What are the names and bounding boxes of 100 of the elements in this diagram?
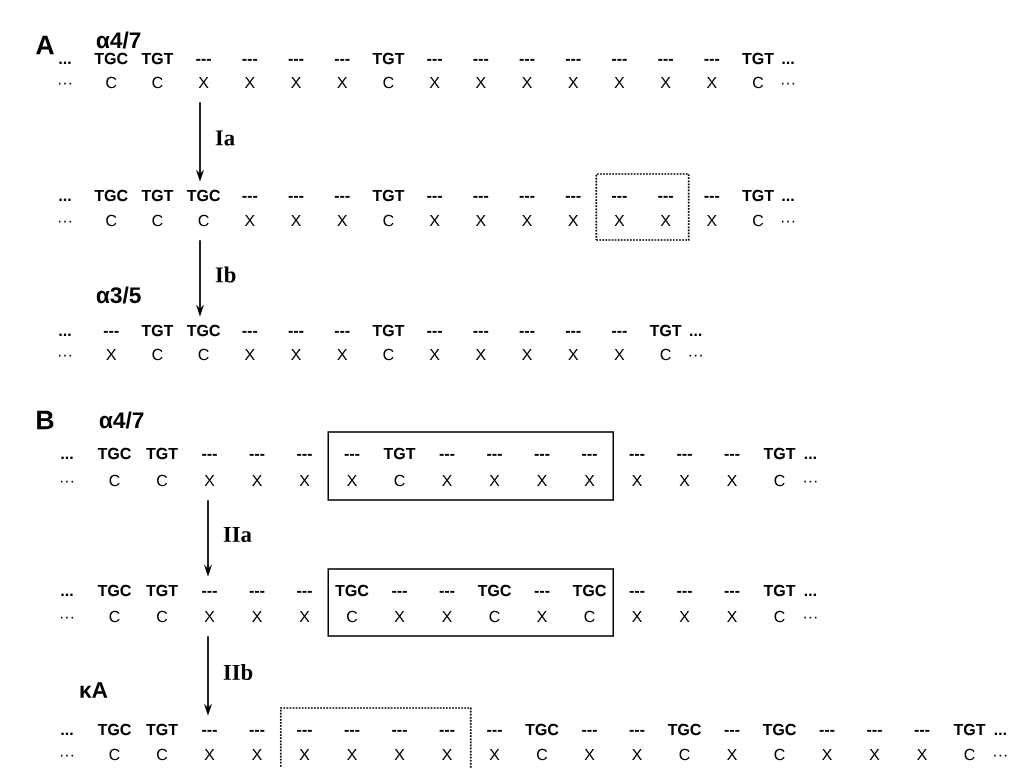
variant-name: α3/5 — [96, 286, 141, 304]
codon: ... — [61, 456, 73, 459]
codon: --- — [612, 58, 627, 61]
codon: ... — [782, 61, 794, 64]
codon: --- — [242, 58, 258, 61]
codon: --- — [242, 330, 258, 333]
residue: X — [252, 611, 262, 622]
codon: TGC — [97, 584, 131, 597]
residue: C — [152, 76, 163, 89]
codon: --- — [629, 590, 645, 593]
residue: X — [394, 749, 405, 760]
residue: ··· — [60, 754, 74, 757]
residue: ··· — [60, 616, 74, 619]
residue: C — [679, 748, 690, 761]
codon: TGT — [953, 723, 986, 736]
codon: --- — [202, 729, 217, 732]
residue: X — [584, 749, 595, 760]
codon: ... — [804, 456, 816, 459]
residue: X — [204, 611, 215, 622]
codon: --- — [612, 330, 627, 333]
edge-label: Ia — [215, 130, 235, 146]
codon: --- — [658, 58, 673, 61]
residue: X — [204, 749, 215, 760]
residue: X — [244, 215, 255, 226]
residue: X — [679, 475, 690, 486]
panel-letter: B — [37, 410, 54, 430]
residue: X — [706, 215, 717, 226]
residue: X — [475, 349, 486, 360]
residue: X — [632, 475, 642, 486]
codon: ... — [59, 333, 71, 336]
codon: --- — [519, 195, 535, 198]
residue: ··· — [60, 480, 74, 483]
residue: X — [252, 749, 262, 760]
residue: C — [383, 76, 394, 89]
codon: ... — [61, 593, 73, 596]
codon: TGC — [186, 189, 221, 202]
residue: X — [337, 77, 348, 88]
residue: ··· — [781, 220, 795, 223]
codon: TGT — [141, 324, 174, 337]
codon: --- — [392, 729, 407, 732]
residue: X — [299, 749, 310, 760]
residue: X — [614, 349, 625, 360]
residue: X — [337, 215, 348, 226]
codon: --- — [534, 453, 550, 456]
residue: ··· — [58, 354, 72, 357]
residue: X — [727, 611, 737, 622]
panel-letter: A — [36, 35, 54, 55]
edge-label: IIa — [223, 526, 252, 543]
residue: X — [429, 349, 440, 360]
codon: --- — [724, 453, 740, 456]
codon: --- — [582, 729, 597, 732]
edge-label: Ib — [215, 266, 236, 283]
codon: --- — [439, 590, 455, 593]
residue: C — [157, 474, 168, 487]
residue: X — [442, 611, 452, 622]
codon: --- — [914, 729, 930, 732]
codon: --- — [677, 453, 692, 456]
codon: --- — [249, 453, 265, 456]
residue: X — [614, 77, 625, 88]
residue: X — [568, 77, 579, 88]
residue: X — [394, 611, 405, 622]
variant-name: α4/7 — [99, 411, 144, 429]
codon: --- — [487, 729, 502, 732]
residue: X — [660, 77, 671, 88]
residue: X — [489, 475, 500, 486]
residue: X — [522, 77, 532, 88]
codon: --- — [819, 729, 835, 732]
codon: --- — [565, 195, 581, 198]
residue: C — [753, 76, 764, 89]
residue: C — [489, 610, 500, 623]
codon: --- — [334, 195, 350, 198]
codon: --- — [297, 453, 312, 456]
codon: --- — [439, 453, 455, 456]
codon: --- — [288, 330, 304, 333]
residue: C — [383, 348, 394, 361]
codon: ... — [61, 732, 73, 735]
codon: ... — [782, 198, 794, 201]
residue: X — [706, 77, 717, 88]
codon: TGT — [742, 189, 774, 202]
residue: X — [244, 349, 255, 360]
residue: C — [152, 348, 163, 361]
residue: C — [964, 748, 975, 761]
residue: X — [106, 349, 117, 360]
residue: X — [917, 749, 927, 760]
residue: X — [252, 475, 262, 486]
residue: C — [584, 610, 595, 623]
residue: C — [109, 610, 120, 623]
codon: --- — [519, 330, 535, 333]
codon: --- — [334, 58, 350, 61]
residue: C — [660, 348, 671, 361]
residue: X — [442, 749, 452, 760]
residue: X — [299, 611, 310, 622]
codon: TGT — [383, 447, 416, 460]
codon: --- — [473, 195, 489, 198]
codon: --- — [677, 590, 692, 593]
codon: TGT — [141, 52, 174, 65]
codon: TGT — [146, 723, 178, 736]
codon: TGT — [372, 189, 405, 202]
codon: TGT — [649, 324, 682, 337]
residue: C — [383, 214, 394, 227]
